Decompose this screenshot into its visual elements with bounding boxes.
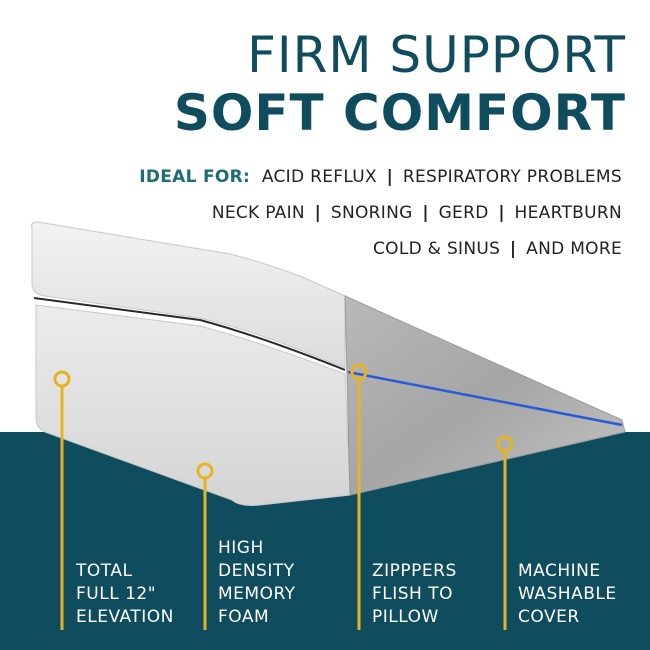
use-case-item: SNORING (330, 203, 413, 223)
callout-text: FLISH TO (372, 584, 454, 604)
callout-text: MACHINE (518, 561, 601, 581)
separator: | (314, 203, 322, 223)
use-case-item: NECK PAIN (211, 203, 305, 223)
callout-text: ELEVATION (76, 607, 174, 627)
callout-text: ZIPPPERS (372, 561, 457, 581)
callout-text: MEMORY (218, 584, 296, 604)
zipper-line (347, 370, 623, 427)
separator: | (422, 203, 429, 223)
callout-text: FULL 12" (76, 584, 157, 604)
callout-zipper: ZIPPPERS FLISH TO PILLOW (372, 560, 457, 629)
callout-foam: HIGH DENSITY MEMORY FOAM (218, 537, 296, 629)
use-case-item: AND MORE (526, 239, 622, 259)
layer-seam (33, 297, 346, 371)
use-case-item: ACID REFLUX (261, 167, 377, 187)
ideal-for-row-2: NECK PAIN | SNORING | GERD | HEARTBURN (212, 203, 622, 223)
use-case-item: GERD (438, 203, 489, 223)
headline-line-2: SOFT COMFORT (173, 84, 626, 142)
separator: | (498, 203, 505, 223)
callout-cover: MACHINE WASHABLE COVER (518, 560, 617, 629)
callout-text: WASHABLE (518, 584, 617, 604)
callout-text: FOAM (218, 607, 270, 627)
use-case-item: RESPIRATORY PROBLEMS (402, 167, 622, 187)
use-case-item: COLD & SINUS (372, 239, 501, 259)
ideal-for-label: IDEAL FOR: (139, 167, 251, 187)
separator: | (386, 167, 394, 187)
use-case-item: HEARTBURN (514, 203, 622, 223)
headline-line-1: FIRM SUPPORT (247, 26, 626, 84)
callout-text: HIGH (218, 538, 264, 558)
callout-text: TOTAL (76, 561, 133, 581)
callout-text: DENSITY (218, 561, 295, 581)
ideal-for-row-3: COLD & SINUS | AND MORE (373, 239, 622, 259)
ideal-for-row-1: IDEAL FOR: ACID REFLUX | RESPIRATORY PRO… (139, 167, 622, 187)
lower-foam-layer (35, 304, 351, 506)
callout-text: PILLOW (372, 607, 439, 627)
upper-foam-layer (31, 221, 346, 369)
callout-elevation: TOTAL FULL 12" ELEVATION (76, 560, 174, 629)
separator: | (509, 239, 517, 259)
cover-side-panel (344, 295, 626, 496)
callout-text: COVER (518, 607, 580, 627)
